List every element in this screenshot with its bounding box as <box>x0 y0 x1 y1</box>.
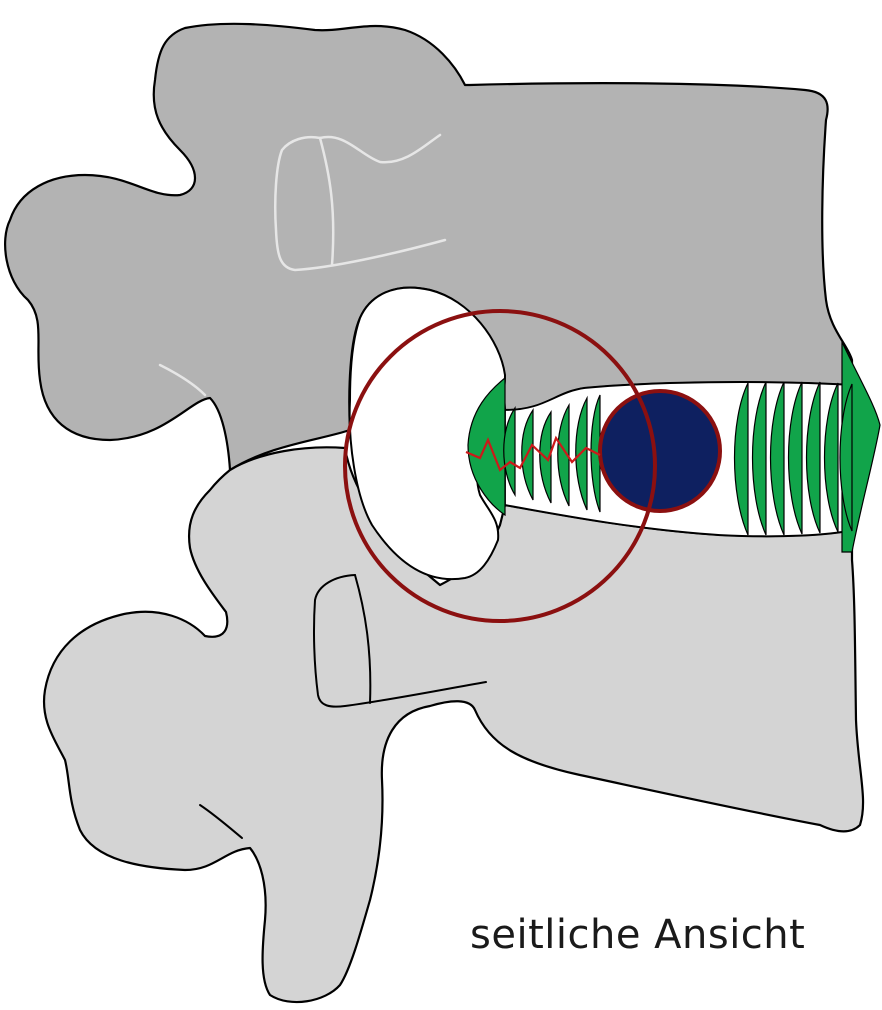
view-caption: seitliche Ansicht <box>470 912 805 958</box>
nucleus-pulposus <box>600 391 720 511</box>
